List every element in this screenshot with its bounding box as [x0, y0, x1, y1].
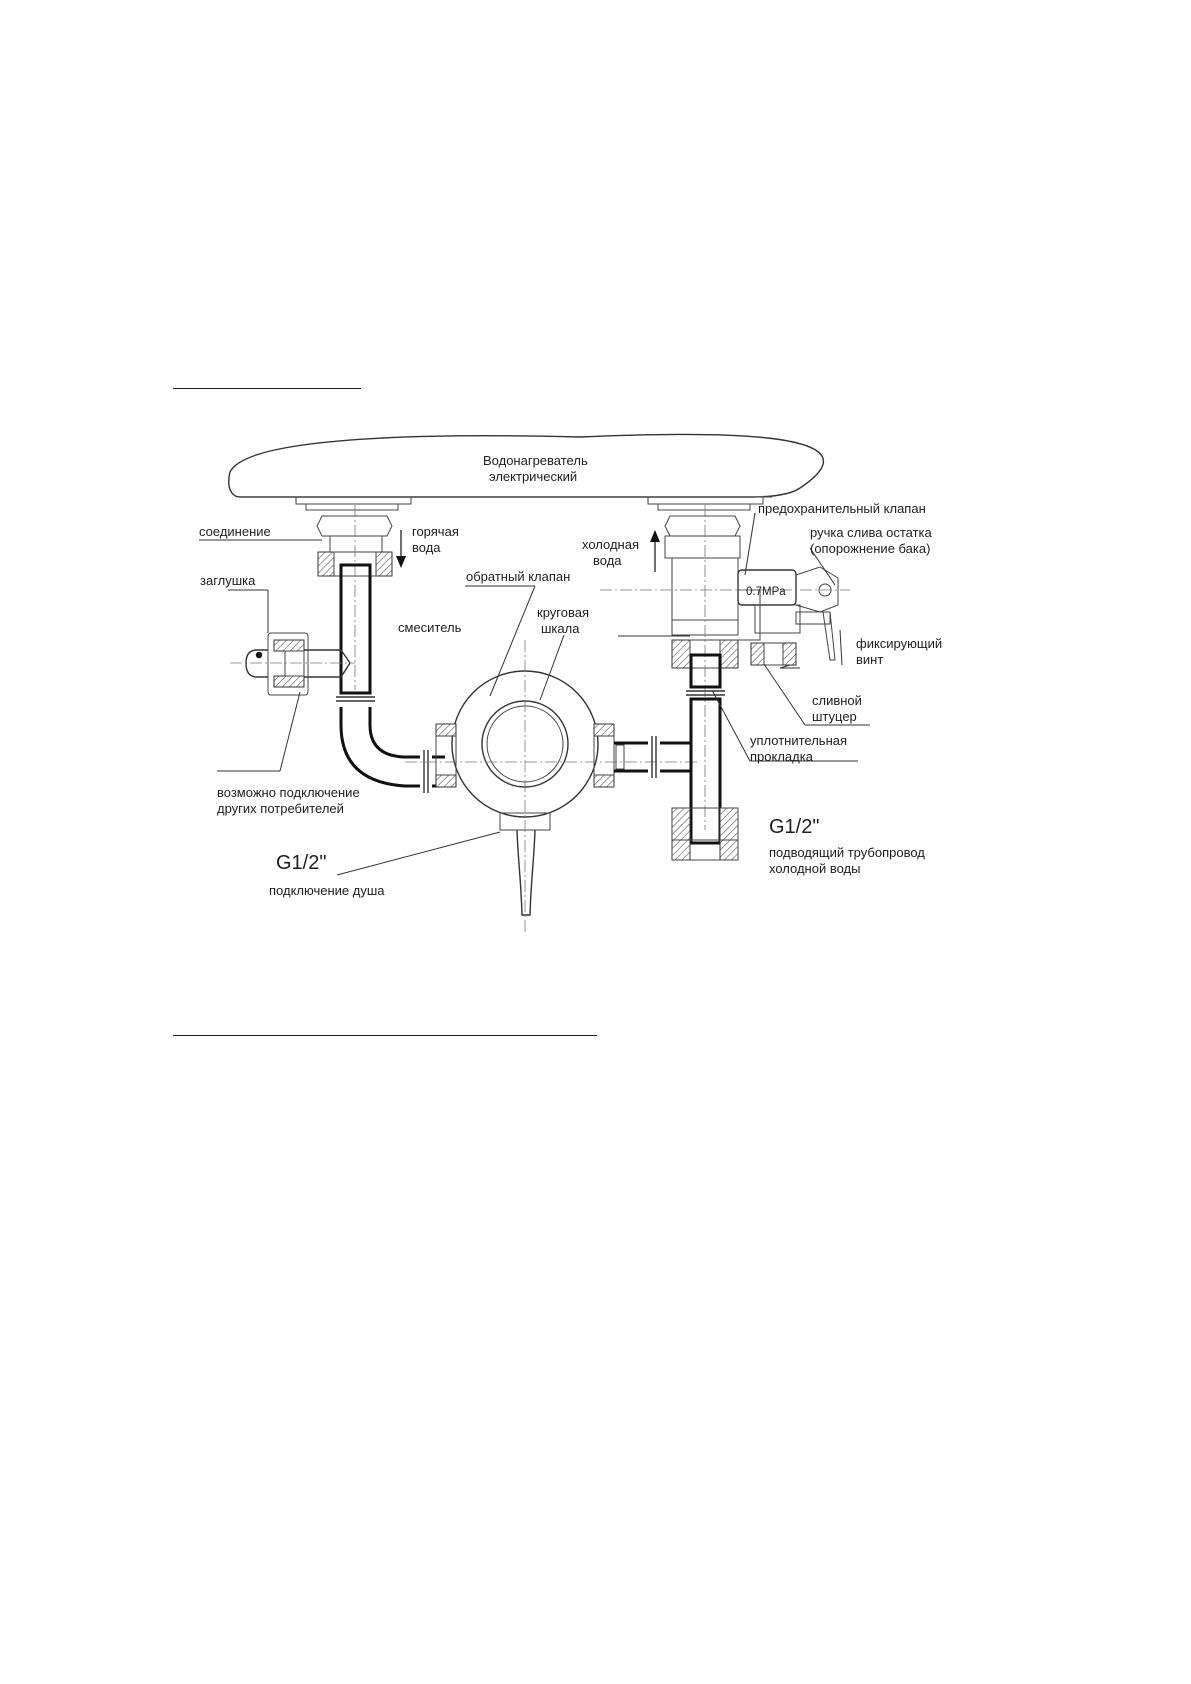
label-shower-connection: подключение душа	[269, 883, 385, 898]
label-drain-handle-line2: (опорожнение бака)	[810, 541, 930, 556]
label-drain-fitting-line1: сливной	[812, 693, 862, 708]
label-heater-line2: электрический	[489, 469, 577, 484]
label-cold-supply-line2: холодной воды	[769, 861, 860, 876]
label-hot-water-line2: вода	[412, 540, 441, 555]
label-drain-fitting-line2: штуцер	[812, 709, 857, 724]
label-plug: заглушка	[200, 573, 256, 588]
label-other-consumers-line2: других потребителей	[217, 801, 344, 816]
label-cold-water-line2: вода	[593, 553, 622, 568]
label-check-valve: обратный клапан	[466, 569, 570, 584]
cold-water-arrow	[650, 530, 660, 572]
label-fixing-screw-line2: винт	[856, 652, 883, 667]
safety-valve	[737, 566, 839, 666]
label-pressure-rating: 0.7MPa	[746, 586, 786, 598]
label-cold-supply-line1: подводящий трубопровод	[769, 845, 925, 860]
label-thread-left: G1/2"	[276, 852, 326, 874]
cold-inlet-nut	[671, 807, 739, 861]
hot-outlet-flange	[295, 496, 412, 511]
hot-connection-nut	[316, 515, 393, 577]
label-connection: соединение	[199, 524, 271, 539]
label-safety-valve: предохранительный клапан	[758, 501, 926, 516]
heading-underline-top	[173, 388, 361, 389]
label-dial-line1: круговая	[537, 605, 589, 620]
label-cold-water-line1: холодная	[582, 537, 639, 552]
leader-lines	[199, 512, 870, 876]
label-heater-line1: Водонагреватель	[483, 453, 588, 468]
tee-branch-plug	[245, 632, 351, 696]
heading-underline-bottom	[173, 1035, 597, 1036]
plug-dot	[255, 651, 263, 659]
label-fixing-screw-line1: фиксирующий	[856, 636, 942, 651]
cold-connection-nut	[664, 515, 741, 559]
label-gasket-line2: прокладка	[750, 749, 814, 764]
cold-inlet-flange	[647, 496, 764, 511]
label-other-consumers-line1: возможно подключение	[217, 785, 360, 800]
label-dial-line2: шкала	[541, 621, 580, 636]
label-mixer: смеситель	[398, 620, 462, 635]
cold-pipe	[614, 653, 725, 845]
label-thread-right: G1/2"	[769, 816, 819, 838]
label-gasket-line1: уплотнительная	[750, 733, 847, 748]
hot-pipe	[336, 563, 445, 793]
hot-water-arrow	[396, 530, 406, 568]
label-hot-water-line1: горячая	[412, 524, 459, 539]
label-drain-handle-line1: ручка слива остатка	[810, 525, 933, 540]
